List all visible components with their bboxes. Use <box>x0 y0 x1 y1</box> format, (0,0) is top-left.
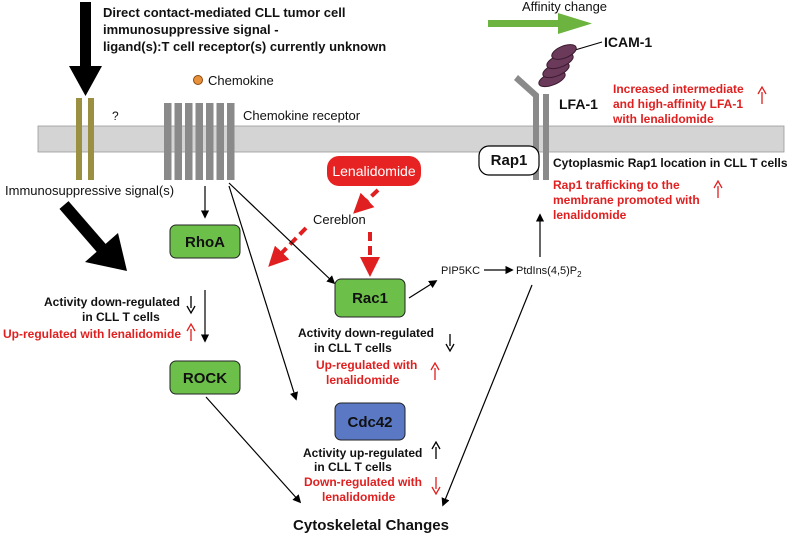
lfa-note-line-3: with lenalidomide <box>612 112 714 126</box>
chemokine-receptor-label: Chemokine receptor <box>243 108 361 123</box>
rap1-location-text: Cytoplasmic Rap1 location in CLL T cells <box>553 156 788 170</box>
rap1-note-line-1: Rap1 trafficking to the <box>553 178 680 192</box>
rap1-note-line-2: membrane promoted with <box>553 193 700 207</box>
down-arrow-icon <box>445 334 455 353</box>
cell-membrane <box>37 125 785 153</box>
lenalidomide-to-cereblon-arrow <box>353 188 380 214</box>
icam-1-label: ICAM-1 <box>604 34 652 50</box>
up-arrow-icon <box>186 322 196 341</box>
lfa-note-line-2: and high-affinity LFA-1 <box>613 97 743 111</box>
lenalidomide-node <box>327 156 421 186</box>
rhoa-note-line-1: Activity down-regulated <box>44 295 180 309</box>
cereblon-label: Cereblon <box>313 212 366 227</box>
cdc42-note-line-4: lenalidomide <box>322 490 396 504</box>
cdc42-node <box>334 402 406 441</box>
pip5kc-label: PIP5KC <box>441 265 480 277</box>
lfa-1-label: LFA-1 <box>559 96 598 112</box>
rac1-label: Rac1 <box>352 290 388 307</box>
cytoskeletal-changes-label: Cytoskeletal Changes <box>293 517 449 534</box>
lfa-note-line-1: Increased intermediate <box>613 82 744 96</box>
ptdins-label: PtdIns(4,5)P2 <box>516 265 582 279</box>
chemokine-receptor <box>164 103 235 180</box>
rhoa-note-line-3: Up-regulated with lenalidomide <box>3 327 181 341</box>
immunosuppressive-to-rhoa-arrow <box>59 201 127 271</box>
chemokine-label: Chemokine <box>208 73 274 88</box>
affinity-change-label: Affinity change <box>522 0 607 14</box>
rap1-label: Rap1 <box>491 152 528 169</box>
up-arrow-icon <box>430 361 440 380</box>
header-line-3: ligand(s):T cell receptor(s) currently u… <box>103 39 386 54</box>
cereblon-to-rhoa-arrow <box>268 226 308 267</box>
rac1-node <box>334 278 406 318</box>
up-arrow-icon <box>431 440 441 459</box>
rac1-note-line-3: Up-regulated with <box>316 358 417 372</box>
up-arrow-icon <box>757 85 767 104</box>
rap1-node <box>478 145 540 176</box>
unknown-receptor <box>76 98 94 180</box>
rac1-note-line-4: lenalidomide <box>326 373 400 387</box>
rhoa-label: RhoA <box>185 234 225 251</box>
affinity-change-arrow <box>488 13 592 34</box>
down-arrow-icon <box>186 296 196 315</box>
lfa-1-integrin <box>514 75 549 180</box>
header-line-1: Direct contact-mediated CLL tumor cell <box>103 5 345 20</box>
rhoa-node <box>169 224 241 259</box>
rac1-note-line-2: in CLL T cells <box>314 341 392 355</box>
rap1-note-line-3: lenalidomide <box>553 208 627 222</box>
signaling-arrows <box>200 182 545 507</box>
immunosuppressive-label: Immunosuppressive signal(s) <box>5 183 174 198</box>
immunosuppressive-signal-arrow <box>69 2 102 96</box>
down-arrow-icon <box>431 477 441 496</box>
icam-1-molecule <box>538 41 603 88</box>
cdc42-note-line-1: Activity up-regulated <box>303 446 422 460</box>
rock-node <box>169 360 241 395</box>
rac1-note-line-1: Activity down-regulated <box>298 326 434 340</box>
chemokine-icon <box>193 75 203 85</box>
question-mark: ? <box>112 109 119 123</box>
lenalidomide-label: Lenalidomide <box>332 163 415 179</box>
cdc42-label: Cdc42 <box>347 414 392 431</box>
header-line-2: immunosuppressive signal - <box>103 22 279 37</box>
cdc42-note-line-3: Down-regulated with <box>304 475 422 489</box>
rhoa-note-line-2: in CLL T cells <box>82 310 160 324</box>
rock-label: ROCK <box>183 370 227 387</box>
cdc42-note-line-2: in CLL T cells <box>314 460 392 474</box>
up-arrow-icon <box>713 179 723 198</box>
